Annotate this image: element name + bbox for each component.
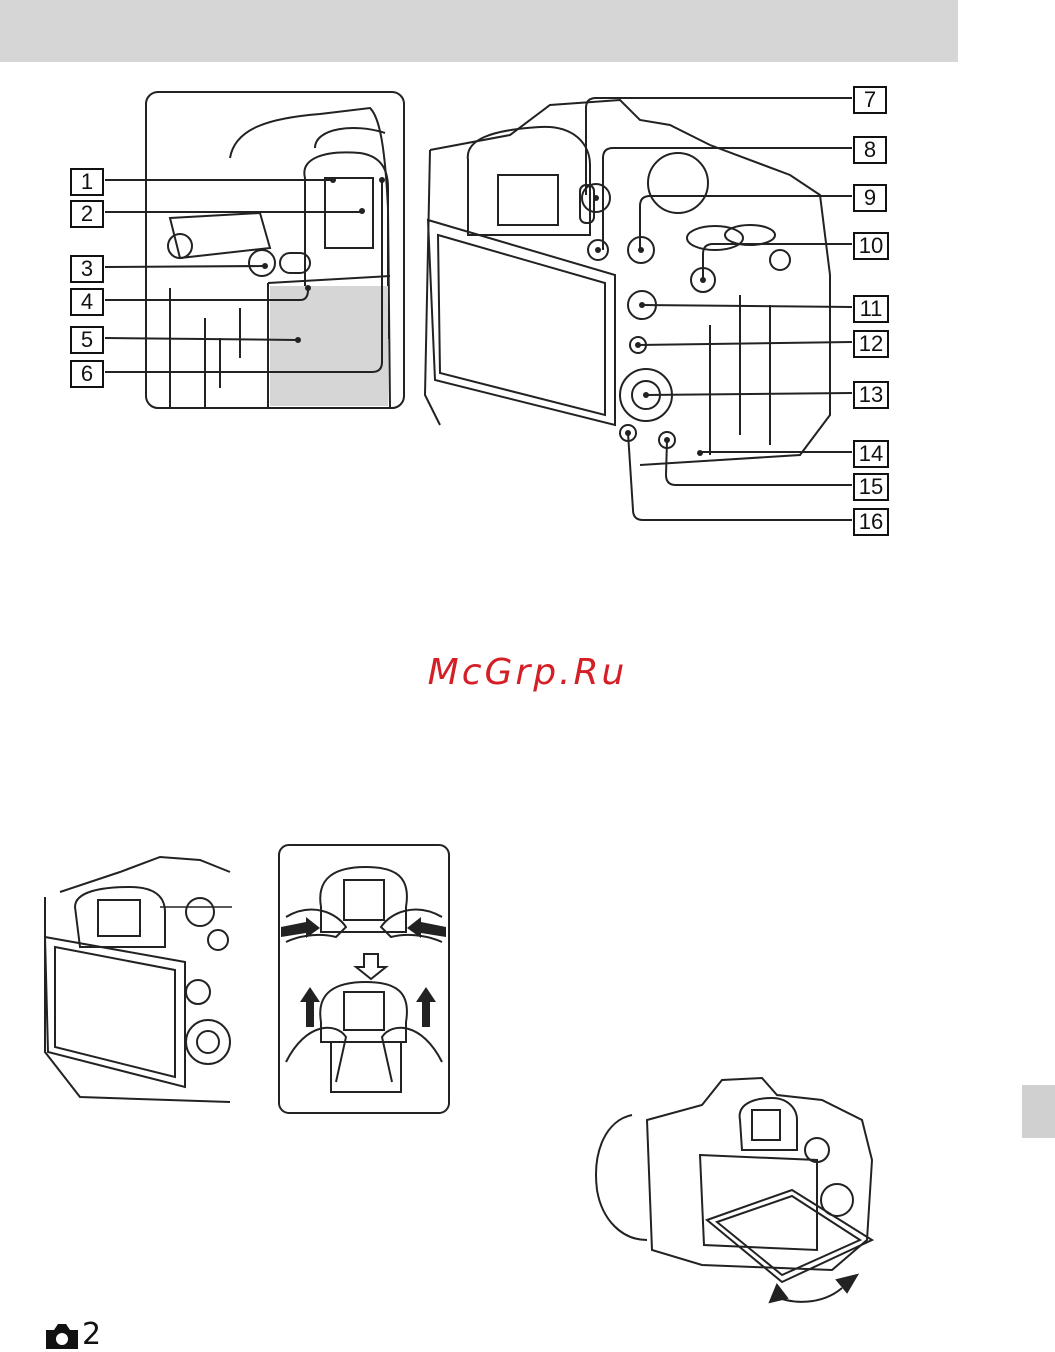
callout-11: 11 xyxy=(853,295,889,323)
callout-9: 9 xyxy=(853,184,887,212)
section-tab xyxy=(1022,1085,1055,1138)
callout-5: 5 xyxy=(70,326,104,354)
callout-15: 15 xyxy=(853,473,889,501)
callout-7: 7 xyxy=(853,86,887,114)
callout-8: 8 xyxy=(853,136,887,164)
callout-10: 10 xyxy=(853,232,889,260)
callout-1: 1 xyxy=(70,168,104,196)
page-number: 2 xyxy=(44,1316,101,1350)
callout-6: 6 xyxy=(70,360,104,388)
callout-12: 12 xyxy=(853,330,889,358)
callout-3: 3 xyxy=(70,255,104,283)
callout-4: 4 xyxy=(70,288,104,316)
callout-leaders xyxy=(0,0,1055,560)
eyecup-camera-figure xyxy=(40,852,232,1106)
camera-icon xyxy=(44,1322,80,1350)
page-number-digit: 2 xyxy=(82,1320,101,1350)
tilted-monitor-figure xyxy=(592,1070,880,1320)
callout-2: 2 xyxy=(70,200,104,228)
callout-16: 16 xyxy=(853,508,889,536)
callout-13: 13 xyxy=(853,381,889,409)
callout-14: 14 xyxy=(853,440,889,468)
eyecup-removal-figure xyxy=(276,842,452,1116)
watermark: McGrp.Ru xyxy=(0,652,1055,693)
